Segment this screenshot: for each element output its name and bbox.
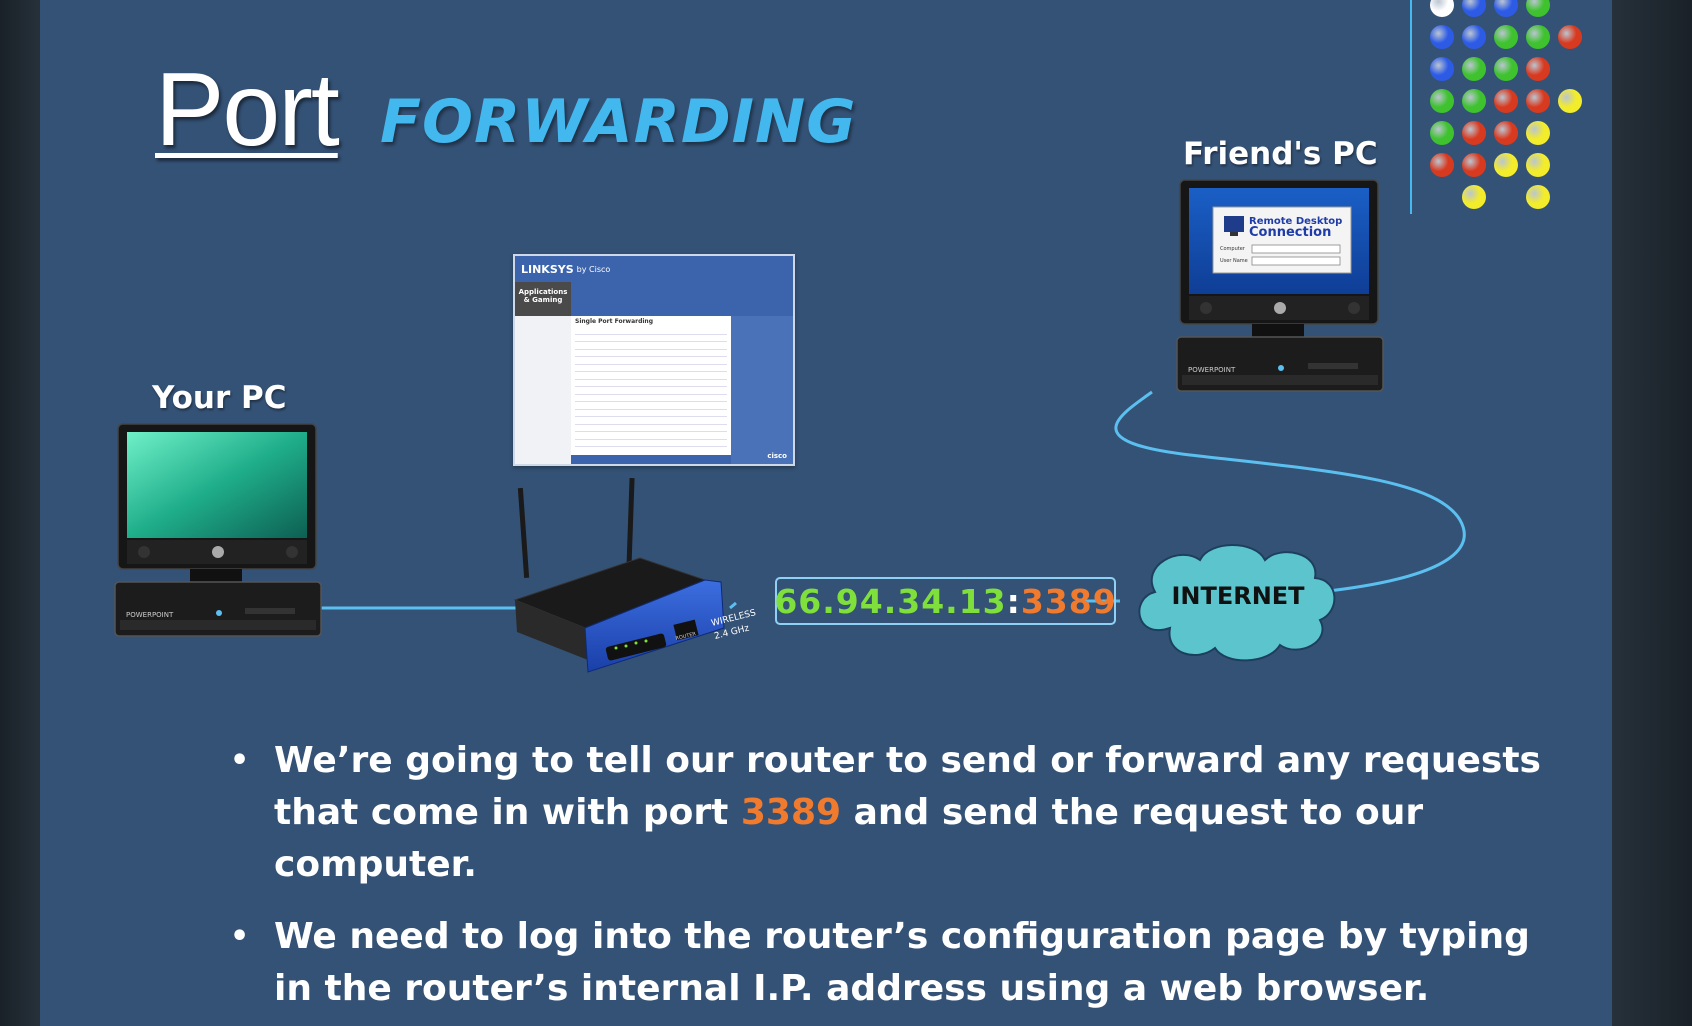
decor-dot-red bbox=[1526, 57, 1550, 81]
bullet-1-text-before: We’re going to tell our router to send o… bbox=[274, 740, 1541, 833]
cisco-logo-text: cisco bbox=[767, 452, 787, 460]
linksys-help-panel: cisco bbox=[731, 316, 793, 464]
linksys-section-label: Applications & Gaming bbox=[515, 282, 571, 316]
window-frame-left bbox=[0, 0, 40, 1026]
decor-dot-blue bbox=[1462, 25, 1486, 49]
slide: Port FORWARDING bbox=[40, 0, 1612, 1026]
linksys-config-screenshot: LINKSYS by Cisco Applications & Gaming S… bbox=[513, 254, 795, 466]
wireless-router: WIRELESS 2.4 GHz ROUTER bbox=[513, 477, 757, 673]
decor-dot-yellow bbox=[1526, 121, 1550, 145]
decor-dot-green bbox=[1430, 121, 1454, 145]
linksys-nav bbox=[571, 282, 793, 316]
network-diagram: POWERPOINT Remote Desktop Connection Com… bbox=[114, 179, 1466, 673]
linksys-sidebar: Applications & Gaming bbox=[515, 282, 571, 464]
linksys-brand: LINKSYS bbox=[521, 262, 574, 276]
linksys-footer bbox=[571, 455, 731, 464]
linksys-by-cisco: by Cisco bbox=[576, 264, 611, 274]
bullet-1-port-highlight: 3389 bbox=[740, 792, 842, 833]
decor-dot-green bbox=[1494, 57, 1518, 81]
decor-dot-green bbox=[1526, 0, 1550, 17]
linksys-table-title: Single Port Forwarding bbox=[575, 318, 653, 325]
remote-desktop-field1: Computer bbox=[1220, 246, 1246, 252]
decor-dot-white bbox=[1430, 0, 1454, 17]
cable-internet-to-friend bbox=[1114, 390, 1466, 594]
bullet-1-text-after: and send the request to our computer. bbox=[274, 792, 1424, 885]
friend-pc-computer: Remote Desktop Connection Computer User … bbox=[1176, 179, 1384, 392]
bullet-item-2: • We need to log into the router’s confi… bbox=[190, 911, 1570, 1015]
internet-label: INTERNET bbox=[1171, 582, 1305, 610]
decor-dot-yellow bbox=[1494, 153, 1518, 177]
cable-router-to-ip bbox=[729, 601, 737, 610]
remote-desktop-field2: User Name bbox=[1220, 258, 1248, 264]
bullet-2-text: We need to log into the router’s configu… bbox=[274, 916, 1530, 1009]
linksys-table: Single Port Forwarding bbox=[571, 316, 731, 456]
bullet-marker: • bbox=[230, 743, 250, 778]
svg-text:POWERPOINT: POWERPOINT bbox=[1188, 366, 1236, 374]
friend-pc-label: Friend's PC bbox=[1183, 136, 1378, 172]
your-pc-computer: POWERPOINT bbox=[114, 423, 322, 637]
remote-desktop-line1: Remote Desktop bbox=[1249, 216, 1342, 227]
slide-title-forwarding: FORWARDING bbox=[380, 87, 857, 157]
decor-dot-green bbox=[1430, 89, 1454, 113]
decor-dot-blue bbox=[1462, 0, 1486, 17]
decor-dot-red bbox=[1526, 89, 1550, 113]
decor-dot-blue bbox=[1430, 25, 1454, 49]
decor-dot-yellow bbox=[1526, 153, 1550, 177]
decor-dot-green bbox=[1462, 57, 1486, 81]
remote-desktop-line2: Connection bbox=[1249, 225, 1331, 240]
ip-address: 66.94.34.13 bbox=[774, 581, 1007, 621]
ip-colon: : bbox=[1006, 581, 1021, 621]
decor-dot-red bbox=[1494, 89, 1518, 113]
decor-dot-green bbox=[1494, 25, 1518, 49]
slide-title-port: Port bbox=[155, 52, 340, 168]
decor-dot-red bbox=[1462, 121, 1486, 145]
decor-dot-blue bbox=[1430, 57, 1454, 81]
ip-port-box: 66.94.34.13:3389 bbox=[774, 577, 1117, 625]
bullet-marker: • bbox=[230, 919, 250, 954]
window-frame-right bbox=[1612, 0, 1692, 1026]
decor-dot-green bbox=[1526, 25, 1550, 49]
internet-cloud bbox=[1138, 544, 1336, 662]
router-label-router: ROUTER bbox=[675, 631, 697, 642]
your-pc-label: Your PC bbox=[152, 380, 287, 416]
decor-vertical-line bbox=[1410, 0, 1412, 214]
bullet-list: • We’re going to tell our router to send… bbox=[190, 735, 1570, 1026]
decor-dot-red bbox=[1558, 25, 1582, 49]
decor-dot-green bbox=[1462, 89, 1486, 113]
decor-dot-yellow bbox=[1558, 89, 1582, 113]
ip-port: 3389 bbox=[1020, 581, 1117, 621]
monitor-brand-text: POWERPOINT bbox=[126, 611, 174, 619]
decor-dot-yellow bbox=[1462, 185, 1486, 209]
decor-dot-red bbox=[1430, 153, 1454, 177]
bullet-item-1: • We’re going to tell our router to send… bbox=[190, 735, 1570, 891]
linksys-header: LINKSYS by Cisco bbox=[515, 256, 793, 282]
decor-dot-red bbox=[1462, 153, 1486, 177]
decor-dot-blue bbox=[1494, 0, 1518, 17]
decor-dot-red bbox=[1494, 121, 1518, 145]
decor-dot-yellow bbox=[1526, 185, 1550, 209]
